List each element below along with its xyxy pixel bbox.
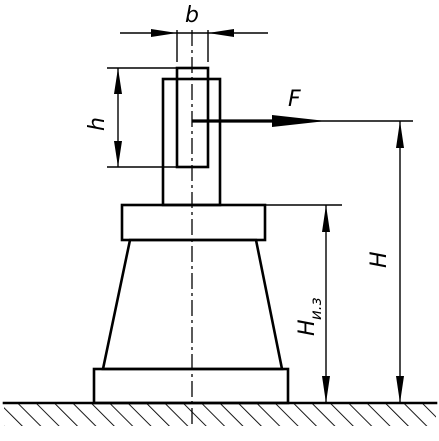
b-arrow-right: [208, 29, 234, 37]
dimension-H-iz: H и.з: [295, 205, 330, 403]
force-arrowhead: [272, 115, 326, 127]
label-h: h: [85, 117, 110, 131]
label-F: F: [288, 87, 301, 112]
force-F: F: [192, 87, 413, 127]
ground-hatching: [4, 404, 436, 426]
ground: [2, 401, 438, 426]
label-b: b: [185, 3, 199, 28]
dimension-H: H: [367, 121, 404, 403]
Hiz-arrow-top: [322, 205, 330, 232]
top-table: [120, 203, 267, 242]
base-plate: [92, 367, 290, 405]
H-arrow-top: [396, 121, 404, 148]
dimension-b: b: [120, 3, 268, 62]
label-H: H: [367, 251, 392, 268]
label-Hiz: H и.з: [295, 297, 325, 336]
Hiz-arrow-bottom: [322, 376, 330, 403]
H-arrow-bottom: [396, 376, 404, 403]
h-arrow-top: [114, 68, 122, 94]
b-arrow-left: [151, 29, 177, 37]
label-Hiz-subscript: и.з: [307, 297, 325, 320]
h-arrow-bottom: [114, 141, 122, 167]
dimension-h: h: [85, 67, 177, 168]
label-Hiz-main: H: [295, 319, 320, 336]
